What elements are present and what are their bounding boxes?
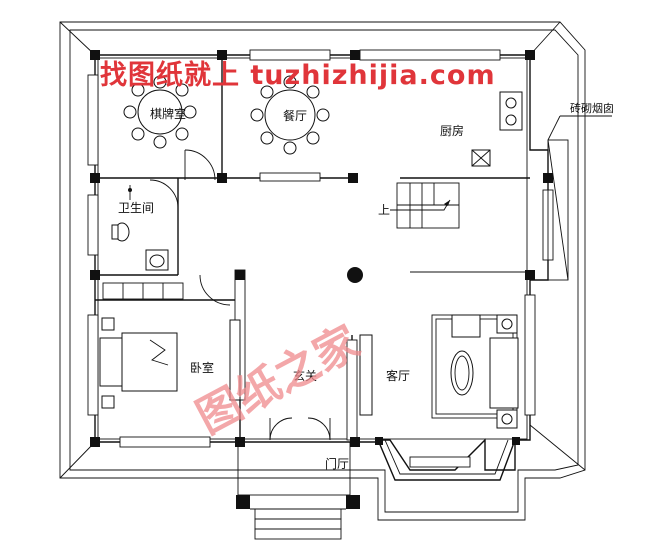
chimney: [547, 115, 612, 281]
watermark-top: 找图纸就上 tuzhizhijia.com: [100, 59, 496, 91]
roof-outline: [59, 21, 586, 521]
watermark-middle: 图纸之家: [188, 316, 367, 444]
doors: [149, 149, 331, 441]
label-bathroom: 卫生间: [118, 201, 154, 215]
wash-basin: [145, 249, 169, 271]
staircase: [390, 182, 460, 229]
label-dining-room: 餐厅: [283, 108, 307, 123]
bed: [99, 317, 178, 409]
shower-point: [128, 185, 132, 200]
entrance-steps: [236, 441, 360, 540]
label-bedroom: 卧室: [190, 360, 214, 375]
label-chimney: 砖砌烟囱: [570, 101, 614, 115]
label-mahjong-room: 棋牌室: [150, 106, 186, 121]
cabinets: [229, 319, 373, 416]
toilet: [111, 222, 130, 242]
sofa-set: [431, 314, 519, 429]
label-kitchen: 厨房: [440, 123, 464, 138]
label-living-room: 客厅: [386, 368, 410, 383]
kitchen-stove: [471, 91, 523, 167]
center-point: [347, 267, 363, 283]
label-stairs-up: 上: [378, 203, 390, 217]
bay-window: [377, 439, 516, 481]
dining-table: [250, 75, 330, 155]
label-foyer: 玄关: [293, 368, 317, 383]
mahjong-table: [123, 75, 197, 149]
label-entrance-hall: 门厅: [325, 456, 349, 471]
